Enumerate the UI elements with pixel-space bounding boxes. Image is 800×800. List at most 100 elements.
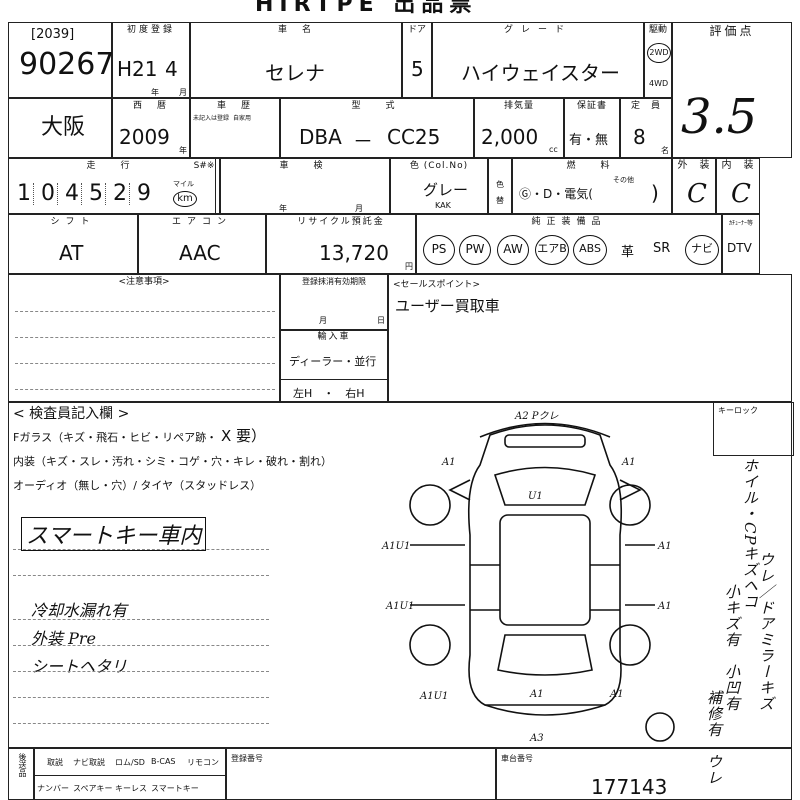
score: 3.5 bbox=[681, 89, 758, 145]
drive-cell: 駆動 2WD 4WD bbox=[644, 22, 672, 98]
sales-point-cell: <セールスポイント> ユーザー買取車 bbox=[388, 274, 792, 402]
diagram-label-right-rear-door: A1 bbox=[657, 601, 672, 612]
reg-expiry-month-unit: 月 bbox=[319, 316, 327, 325]
chassis-cell: 車台番号 177143 bbox=[496, 748, 792, 800]
footer-item-keyless: キーレス bbox=[115, 784, 147, 793]
drive-4wd: 4WD bbox=[649, 79, 669, 88]
inspector-glass-need: X 要） bbox=[221, 427, 267, 445]
sales-point: ユーザー買取車 bbox=[395, 297, 500, 315]
car-name: セレナ bbox=[265, 61, 325, 85]
car-name-header: 車 名 bbox=[277, 25, 314, 35]
capacity-header: 定 員 bbox=[630, 101, 661, 111]
mileage-digit-4: 5 bbox=[89, 181, 103, 206]
first-reg-era: H21 bbox=[117, 57, 158, 81]
recycle-unit: 円 bbox=[405, 262, 413, 271]
equipment-abs: ABS bbox=[573, 235, 607, 265]
import-cell: 輸入車 ディーラー・並行 左H ・ 右H bbox=[280, 330, 388, 402]
inspector-glass-line: Fガラス（キズ・飛石・ヒビ・リペア跡・ bbox=[13, 431, 218, 444]
region: 大阪 bbox=[41, 115, 86, 140]
displacement: 2,000 bbox=[481, 125, 539, 149]
inspector-interior-line: 内装（キズ・スレ・汚れ・シミ・コゲ・穴・キレ・破れ・割れ） bbox=[13, 455, 332, 468]
mileage-unit-km: km bbox=[173, 191, 197, 207]
interior-header: 内 装 bbox=[721, 160, 755, 171]
import-option-dealer: ディーラー・並行 bbox=[289, 355, 377, 368]
diagram-label-rear-left: A1U1 bbox=[419, 691, 448, 702]
model-year: 2009 bbox=[119, 125, 170, 149]
first-reg-header: 初度登録 bbox=[126, 25, 175, 35]
mileage-cell: 走 行 1 0 4 5 2 9 マイル km bbox=[8, 158, 216, 214]
displacement-unit: cc bbox=[549, 145, 558, 154]
inspector-header: < 検査員記入欄 > bbox=[13, 406, 130, 422]
inspector-note-exterior: 外装 Pre bbox=[31, 629, 96, 648]
footer-item-manual: 取説 bbox=[47, 758, 63, 767]
fuel-options: Ⓖ・D・電気( bbox=[519, 187, 593, 201]
keylock-note-wheel: ホイル・CPキズヘコ bbox=[741, 458, 759, 610]
diagram-label-right-front-door: A1 bbox=[657, 541, 672, 552]
fuel-close: ) bbox=[651, 181, 659, 205]
sheet-title: HIRTPE 出品票 bbox=[255, 0, 478, 17]
exterior-grade: C bbox=[687, 179, 707, 209]
mileage-digit-2: 0 bbox=[41, 181, 55, 206]
equipment-leather: 革 bbox=[621, 245, 635, 260]
diagram-label-front-left: A1 bbox=[441, 457, 456, 468]
color-code: KAK bbox=[435, 201, 451, 210]
first-reg-year-unit: 年 bbox=[151, 88, 159, 97]
fuel-other: その他 bbox=[613, 176, 634, 184]
color-change-cell: 色 替 bbox=[488, 158, 512, 214]
doors-header: ドア bbox=[407, 25, 426, 35]
diagram-label-front: A2 Pクレ bbox=[514, 410, 559, 422]
keylock-note-mirror: ウレ／ドアミラーキズ bbox=[757, 552, 775, 712]
inspector-cell: < 検査員記入欄 > Fガラス（キズ・飛石・ヒビ・リペア跡・ X 要） 内装（キ… bbox=[8, 402, 794, 748]
reg-expiry-day-unit: 日 bbox=[377, 316, 385, 325]
doors-cell: ドア 5 bbox=[402, 22, 432, 98]
model-code-header: 型 式 bbox=[351, 101, 403, 111]
mileage-digit-6: 9 bbox=[137, 181, 151, 206]
equipment-aw: AW bbox=[497, 235, 529, 265]
warranty-cell: 保証書 有・無 bbox=[564, 98, 620, 158]
recycle-header: リサイクル預託金 bbox=[297, 217, 385, 227]
diagram-label-hood: U1 bbox=[528, 491, 543, 502]
equipment-cell: 純正装備品 PS PW AW エアB ABS 革 SR ナビ bbox=[416, 214, 722, 274]
capacity-cell: 定 員 8 名 bbox=[620, 98, 672, 158]
tuner-header: ｶﾁｭｰﾅｰ等 bbox=[728, 220, 753, 227]
equipment-navi: ナビ bbox=[685, 235, 719, 265]
grade: ハイウェイスター bbox=[461, 61, 620, 85]
diagram-label-rear-right: A1 bbox=[609, 689, 624, 700]
footer-item-spare-key: スペアキー bbox=[73, 784, 113, 793]
aircon-header: エアコン bbox=[171, 217, 232, 227]
mileage-digit-1: 1 bbox=[17, 181, 31, 206]
model-code: CC25 bbox=[387, 125, 441, 149]
diagram-label-rear-center: A1 bbox=[529, 689, 544, 700]
reg-number-cell: 登録番号 bbox=[226, 748, 496, 800]
chassis-header: 車台番号 bbox=[501, 754, 533, 763]
displacement-header: 排気量 bbox=[503, 101, 534, 111]
lot-cell: [2039] 90267 bbox=[8, 22, 114, 98]
diagram-label-rear-bumper: A3 bbox=[529, 733, 544, 744]
keylock-note-repair: 補修有 ウレ bbox=[705, 690, 723, 786]
inspection-cell: 車 検 年 月 bbox=[220, 158, 390, 214]
keylock-box: キーロック bbox=[713, 402, 794, 456]
diagram-label-left-rear-door: A1U1 bbox=[385, 601, 414, 612]
capacity: 8 bbox=[633, 125, 646, 149]
color-cell: 色 (Col.No) グレー KAK bbox=[390, 158, 488, 214]
displacement-cell: 排気量 2,000 cc bbox=[474, 98, 564, 158]
shift-cell: シフト AT bbox=[8, 214, 138, 274]
caution-cell: <注意事項> bbox=[8, 274, 280, 402]
reg-expiry-cell: 登録抹消有効期限 月 日 bbox=[280, 274, 388, 330]
diagram-label-front-right: A1 bbox=[621, 457, 636, 468]
first-reg-month: 4 bbox=[165, 57, 178, 81]
footer-item-smart-key: スマートキー bbox=[151, 784, 199, 793]
model-code-cell: 型 式 DBA － CC25 bbox=[280, 98, 474, 158]
mileage-header: 走 行 bbox=[86, 161, 138, 171]
shift-header: シフト bbox=[50, 217, 96, 227]
first-reg-cell: 初度登録 H21 4 年 月 bbox=[112, 22, 190, 98]
mileage-digit-3: 4 bbox=[65, 181, 79, 206]
color: グレー bbox=[423, 181, 469, 199]
inspection-header: 車 検 bbox=[279, 161, 331, 171]
later-items-header: 後送品 bbox=[18, 753, 27, 777]
interior-grade: C bbox=[731, 179, 751, 209]
tuner-cell: ｶﾁｭｰﾅｰ等 DTV bbox=[722, 214, 760, 274]
car-name-cell: 車 名 セレナ bbox=[190, 22, 402, 98]
model-year-cell: 西 暦 2009 年 bbox=[112, 98, 190, 158]
